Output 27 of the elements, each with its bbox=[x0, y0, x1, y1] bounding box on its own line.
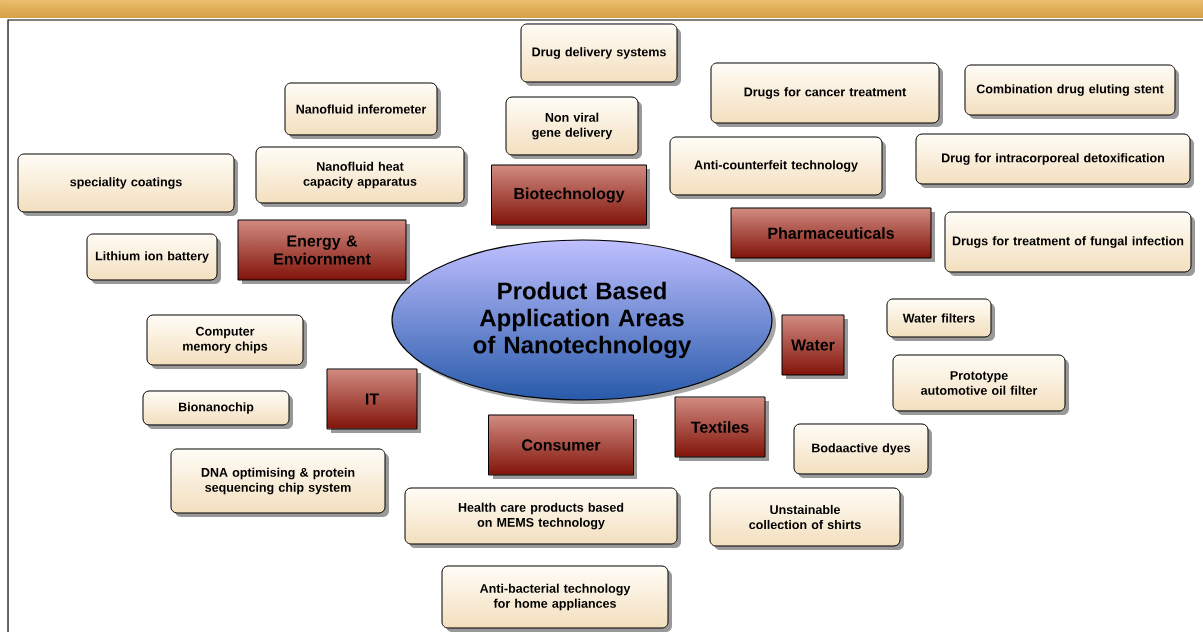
application-box: Drug for intracorporeal detoxification bbox=[915, 133, 1194, 188]
application-box: Unstainable collection of shirts bbox=[709, 487, 904, 550]
application-box: Bionanochip bbox=[142, 390, 293, 429]
application-box: Combination drug eluting stent bbox=[964, 64, 1179, 119]
application-box: Lithium ion battery bbox=[86, 233, 221, 284]
category-box: Energy & Enviornment bbox=[237, 219, 410, 284]
application-box: Health care products based on MEMS technology bbox=[404, 487, 681, 548]
application-box: Prototype automotive oil filter bbox=[892, 354, 1069, 415]
application-box: Computer memory chips bbox=[146, 314, 307, 369]
category-box: IT bbox=[326, 368, 421, 433]
application-box: Drugs for cancer treatment bbox=[710, 62, 943, 127]
category-box: Consumer bbox=[488, 414, 637, 479]
category-box: Pharmaceuticals bbox=[730, 207, 935, 262]
application-box: Nanofluid inferometer bbox=[284, 82, 441, 139]
category-box: Water bbox=[781, 314, 848, 379]
application-box: Drug delivery systems bbox=[520, 23, 681, 86]
application-box: DNA optimising & protein sequencing chip system bbox=[170, 448, 389, 517]
application-box: Nanofluid heat capacity apparatus bbox=[255, 146, 468, 207]
application-box: Anti-bacterial technology for home appliances bbox=[441, 565, 672, 632]
application-box: Drugs for treatment of fungal infection bbox=[944, 211, 1195, 276]
category-box: Textiles bbox=[674, 396, 769, 461]
application-box: Water filters bbox=[886, 298, 995, 341]
category-box: Biotechnology bbox=[491, 164, 650, 229]
application-box: Non viral gene delivery bbox=[505, 96, 642, 159]
application-box: speciality coatings bbox=[17, 153, 238, 216]
application-box: Anti-counterfeit technology bbox=[669, 136, 886, 199]
application-box: Bodaactive dyes bbox=[793, 423, 932, 478]
